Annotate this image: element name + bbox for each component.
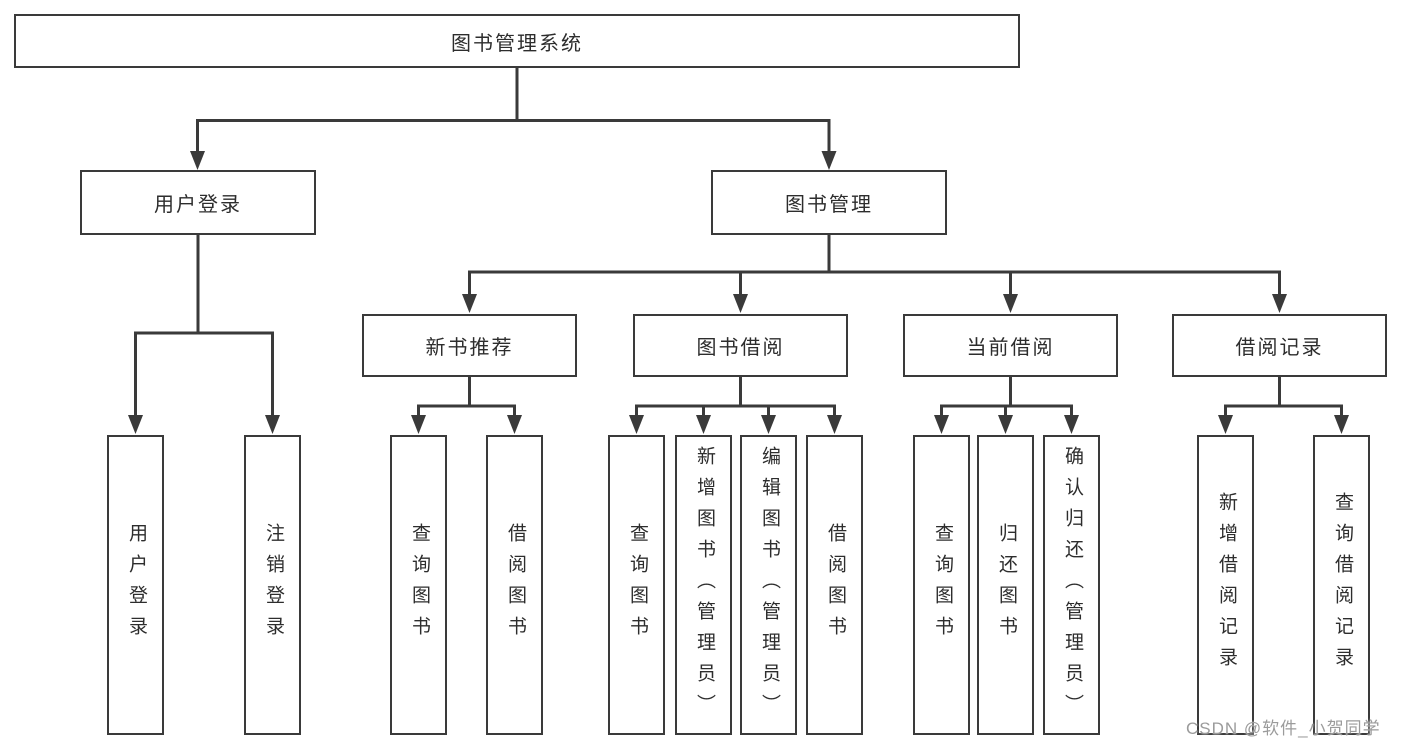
- leaf-borrow-edit-book-admin: 编辑图书（管理员）: [740, 435, 797, 735]
- node-borrowing-records: 借阅记录: [1172, 314, 1387, 377]
- leaf-newbooks-borrow-book: 借阅图书: [486, 435, 543, 735]
- node-user-login: 用户登录: [80, 170, 316, 235]
- leaf-current-query-book: 查询图书: [913, 435, 970, 735]
- leaf-records-query-borrow-record: 查询借阅记录: [1313, 435, 1370, 735]
- leaf-user-login: 用户登录: [107, 435, 164, 735]
- node-current-borrowing: 当前借阅: [903, 314, 1118, 377]
- tree-edges: [134, 66, 1343, 418]
- leaf-records-add-borrow-record: 新增借阅记录: [1197, 435, 1254, 735]
- leaf-current-return-book: 归还图书: [977, 435, 1034, 735]
- node-new-book-recommendation: 新书推荐: [362, 314, 577, 377]
- leaf-current-confirm-return-admin: 确认归还（管理员）: [1043, 435, 1100, 735]
- leaf-newbooks-query-book: 查询图书: [390, 435, 447, 735]
- leaf-borrow-borrow-book: 借阅图书: [806, 435, 863, 735]
- arrowheads: [128, 151, 1349, 434]
- leaf-borrow-add-book-admin: 新增图书（管理员）: [675, 435, 732, 735]
- node-book-borrowing: 图书借阅: [633, 314, 848, 377]
- node-library-management-system: 图书管理系统: [14, 14, 1020, 68]
- watermark: CSDN @软件_小贺同学: [1186, 719, 1381, 738]
- leaf-logout-login: 注销登录: [244, 435, 301, 735]
- leaf-borrow-query-book: 查询图书: [608, 435, 665, 735]
- node-book-management: 图书管理: [711, 170, 947, 235]
